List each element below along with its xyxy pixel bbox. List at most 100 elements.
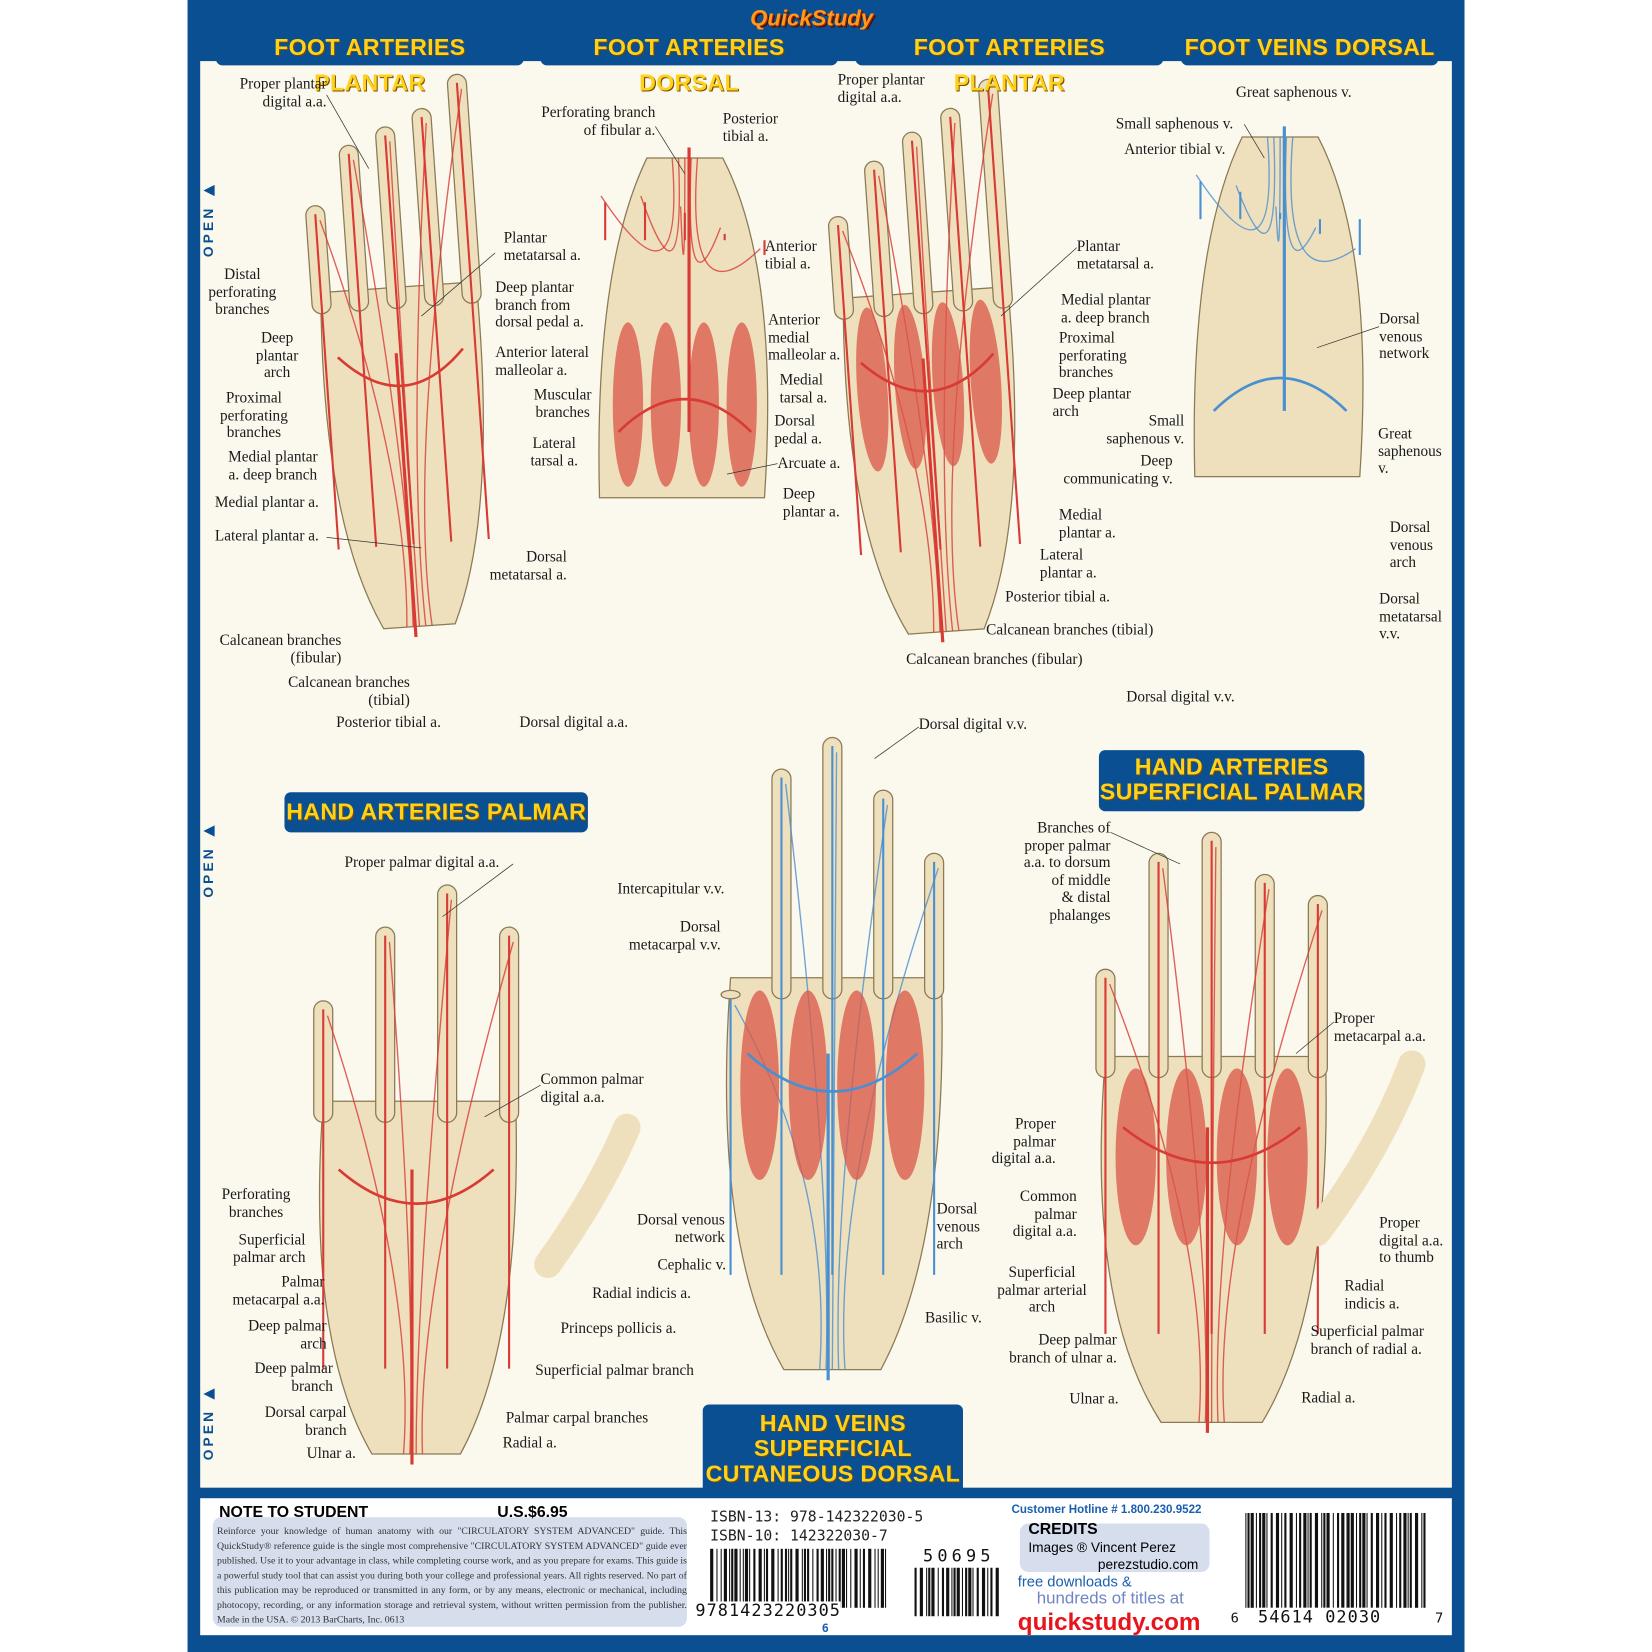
barcode-bar [854,1548,858,1608]
barcode-bar [881,1548,885,1608]
barcode-bar [956,1567,960,1617]
vessel-line [600,157,675,252]
label: Princeps pollicis a. [560,1320,677,1338]
label: Distal perforating branches [208,266,277,319]
vessel-line [314,214,340,550]
barcode-bar [976,1567,979,1617]
leader-line [326,536,422,549]
barcode-bar [1289,1512,1293,1608]
customer-hotline: Customer Hotline # 1.800.230.9522 [1011,1503,1202,1517]
barcode-bar [1336,1512,1339,1608]
barcode-bar [1421,1512,1423,1608]
barcode-bar [885,1548,887,1608]
barcode-bar [990,1567,993,1617]
barcode-bar [995,1567,999,1617]
muscle [1115,1068,1157,1246]
barcode-bar [1340,1512,1344,1608]
leader-line [442,863,514,917]
barcode-bar [758,1548,762,1608]
main-vessel [921,358,945,643]
label: Palmar metacarpal a.a. [232,1273,325,1309]
label: Proper plantar digital a.a. [239,75,327,111]
upc-right-digit: 7 [1435,1610,1445,1627]
barcode-bar [953,1567,956,1617]
barcode-bar [820,1548,824,1608]
muscle [1166,1068,1207,1246]
vessel-line [421,941,514,1454]
addon-digits: 50695 [922,1545,995,1566]
barcode-bar [835,1548,837,1608]
label: Ulnar a. [306,1445,356,1463]
main-vessel [394,353,418,638]
barcode-bar [859,1548,861,1608]
label: Proper palmar digital a.a. [344,854,500,872]
label: Radial indicis a. [1344,1278,1400,1313]
label: Proper plantar digital a.a. [837,71,925,106]
barcode-bar [720,1548,723,1608]
barcode-bar [816,1548,819,1608]
barcode-bar [1415,1512,1419,1608]
label: Radial indicis a. [592,1285,691,1303]
hundreds-of-titles: hundreds of titles at [1036,1589,1184,1608]
barcode-bar [1303,1512,1307,1608]
muscle [788,990,828,1181]
label: Proper metacarpal a.a. [1333,1010,1426,1045]
price: U.S.$6.95 [497,1503,568,1522]
label: Arcuate a. [777,455,841,473]
barcode-bar [710,1548,714,1608]
leader-line [1243,124,1265,159]
barcode-bar [729,1548,731,1608]
quickstudy-url[interactable]: quickstudy.com [1017,1607,1201,1636]
vessel-arch [337,1168,495,1205]
barcode-bar [1247,1512,1250,1608]
vessel-line [416,122,427,626]
barcode-bar [1403,1512,1407,1608]
label: Common palmar digital a.a. [1012,1188,1077,1241]
barcode-bar [965,1567,968,1617]
digit [720,989,741,1000]
vessel-arch [336,347,464,388]
foot-plantar-muscles [827,78,1022,643]
barcode-bar [1356,1512,1358,1608]
label: Deep plantar a. [782,485,840,520]
vessel-line [836,224,863,556]
leader-line [326,94,370,169]
label: Dorsal digital a.a. [519,714,629,732]
free-downloads: free downloads & [1017,1573,1132,1590]
label: Perforating branches [221,1186,291,1221]
barcode-bar [742,1548,745,1608]
barcode-bar [1322,1512,1326,1608]
barcode-bar [937,1567,939,1617]
muscle [650,322,682,487]
barcode-bar [1255,1512,1257,1608]
label: Dorsal metatarsal v.v. [1379,591,1442,643]
barcode-bar [812,1548,814,1608]
barcode-bar [926,1567,928,1617]
open-marker: OPEN ▶ [200,179,216,258]
vessel-line [1275,136,1281,242]
vessel-line [831,752,838,1370]
barcode-bar [1396,1512,1398,1608]
barcode-bar [961,1567,963,1617]
leader-line [1000,247,1078,317]
header-foot-veins-dorsal: FOOT VEINS DORSAL [1181,29,1439,66]
label: Lateral plantar a. [1039,546,1097,582]
barcode-bar [731,1548,734,1608]
barcode-bar [1399,1512,1402,1608]
vessel-line [1290,136,1356,262]
label: Cephalic v. [657,1256,727,1274]
isbn-13: ISBN-13: 978-142322030-5 [710,1508,924,1526]
barcode-bar [849,1548,852,1608]
barcode-bar [745,1548,749,1608]
barcode-bar [1298,1512,1301,1608]
label: Calcanean branches (fibular) [219,632,342,667]
barcode-bar [1389,1512,1394,1608]
label: Calcanean branches (tibial) [288,674,410,709]
barcode-bar [1275,1512,1279,1608]
barcode-bar [1326,1512,1330,1608]
header-hand-arteries-superficial-palmar: HAND ARTERIES SUPERFICIAL PALMAR [1098,750,1365,812]
vessel-line [420,116,453,542]
foot-plantar-bones [305,73,490,638]
label: Deep plantar arch [255,329,299,382]
barcode-bar [1371,1512,1374,1608]
